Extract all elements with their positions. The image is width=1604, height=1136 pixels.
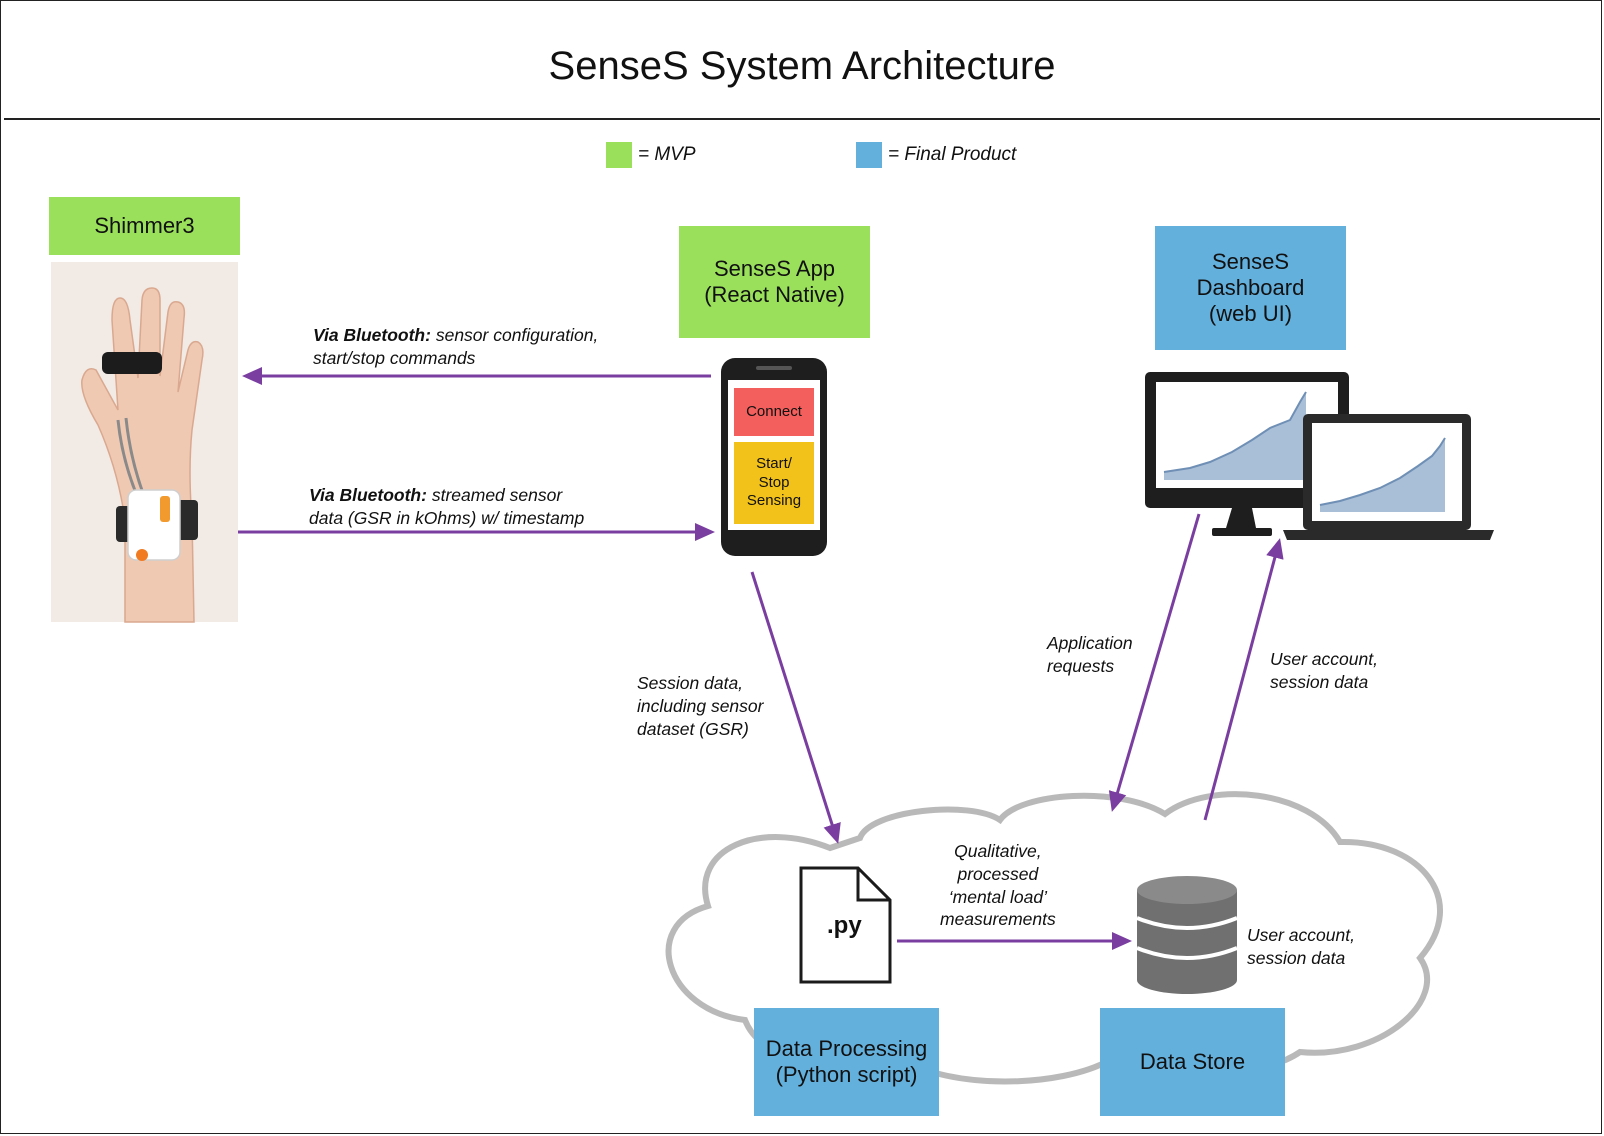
arrow-cloud-to-dashboard	[1203, 538, 1284, 821]
data-store-contents-label: User account, session data	[1247, 925, 1355, 968]
node-senses-dashboard-label: SenseS Dashboard (web UI)	[1196, 249, 1305, 326]
python-file-icon	[799, 866, 892, 984]
legend-label-final: = Final Product	[888, 144, 1017, 165]
edge-label-shimmer-to-app: Via Bluetooth: streamed sensor data (GSR…	[309, 484, 584, 530]
arrow-dashboard-to-cloud	[1108, 513, 1201, 812]
python-file-label: .py	[827, 912, 862, 939]
legend-swatch-final	[856, 142, 882, 168]
shimmer-device-photo	[51, 262, 238, 623]
edge-label-cloud-to-dashboard: User account, session data	[1270, 649, 1378, 692]
diagram-title: SenseS System Architecture	[548, 44, 1056, 88]
edge-label-app-to-shimmer-bold: Via Bluetooth:	[313, 325, 431, 345]
node-data-processing: Data Processing (Python script)	[754, 1008, 939, 1116]
node-data-processing-label: Data Processing (Python script)	[765, 1036, 928, 1087]
node-shimmer3: Shimmer3	[49, 197, 240, 255]
node-senses-dashboard: SenseS Dashboard (web UI)	[1155, 226, 1346, 350]
edge-label-shimmer-to-app-text: streamed sensor data (GSR in kOhms) w/ t…	[309, 485, 585, 528]
legend-swatch-mvp	[606, 142, 632, 168]
edge-label-app-to-shimmer: Via Bluetooth: sensor configuration, sta…	[313, 324, 598, 370]
edge-label-dashboard-to-cloud: Application requests	[1047, 633, 1133, 676]
arrow-app-to-cloud	[750, 571, 841, 844]
database-icon	[1136, 876, 1238, 994]
node-senses-app-label: SenseS App (React Native)	[704, 256, 845, 307]
phone-start-stop-button: Start/ Stop Sensing	[734, 442, 814, 524]
edge-label-shimmer-to-app-bold: Via Bluetooth:	[309, 485, 427, 505]
legend-label-mvp: = MVP	[638, 144, 696, 165]
node-data-store-label: Data Store	[1139, 1049, 1246, 1075]
devices-illustration	[1145, 372, 1494, 540]
node-shimmer3-label: Shimmer3	[94, 213, 195, 239]
edge-label-app-to-shimmer-text: sensor configuration, start/stop command…	[313, 325, 599, 368]
node-data-store: Data Store	[1100, 1008, 1285, 1116]
phone-connect-button: Connect	[734, 388, 814, 436]
title-divider	[4, 118, 1600, 120]
node-senses-app: SenseS App (React Native)	[679, 226, 870, 338]
edge-label-app-to-cloud: Session data, including sensor dataset (…	[637, 673, 764, 739]
edge-label-processing-to-store: Qualitative, processed ‘mental load’ mea…	[940, 841, 1056, 930]
